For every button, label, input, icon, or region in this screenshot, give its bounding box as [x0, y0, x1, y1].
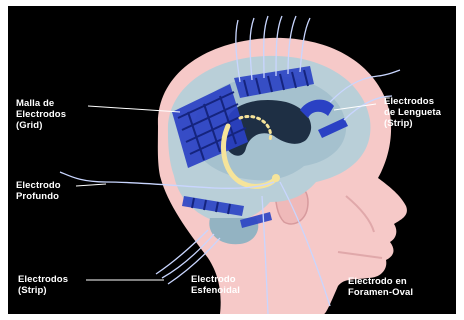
label-grid-electrodes: Malla de Electrodos (Grid)	[16, 98, 66, 131]
label-tongue-strip-electrodes: Electrodos de Lengueta (Strip)	[384, 96, 441, 129]
brain-electrodes-illustration	[8, 6, 456, 314]
diagram-panel: Malla de Electrodos (Grid) Electrodo Pro…	[8, 6, 456, 314]
label-sphenoidal-electrode: Electrodo Esfenoidal	[191, 274, 240, 296]
label-depth-electrode: Electrodo Profundo	[16, 180, 61, 202]
label-strip-electrodes-left: Electrodos (Strip)	[18, 274, 68, 296]
label-foramen-ovale-electrode: Electrodo en Foramen-Oval	[348, 276, 413, 298]
